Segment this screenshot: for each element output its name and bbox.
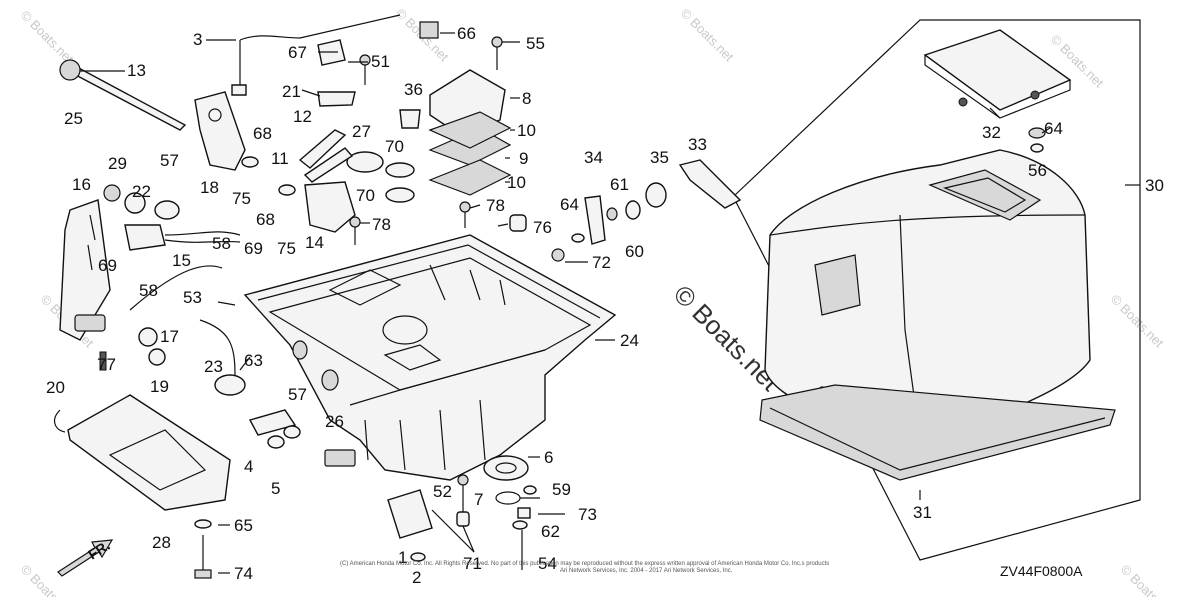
callout-label: 56 [1028, 161, 1047, 180]
callouts: 1 2 3 4 5 6 7 8 9 10 10 11 12 13 14 15 1… [46, 24, 1164, 587]
leader-lines [80, 32, 1140, 574]
callout-label: 10 [517, 121, 536, 140]
callout-label: 31 [913, 503, 932, 522]
callout-label: 72 [592, 253, 611, 272]
callout-label: 24 [620, 331, 639, 350]
callout-label: 69 [244, 239, 263, 258]
callout-label: 34 [584, 148, 603, 167]
callout-label: 14 [305, 233, 324, 252]
callout-label: 27 [352, 122, 371, 141]
watermark: © Boats.net [1118, 562, 1177, 597]
callout-label: 21 [282, 82, 301, 101]
callout-label: 68 [253, 124, 272, 143]
callout-label: 1 [398, 548, 407, 567]
lower-case [243, 234, 617, 481]
callout-label: 12 [293, 107, 312, 126]
callout-label: 71 [463, 554, 482, 573]
callout-label: 75 [277, 239, 296, 258]
callout-label: 69 [98, 256, 117, 275]
linkage-parts [551, 159, 742, 262]
callout-label: 70 [356, 186, 375, 205]
watermark: © Boats.net [18, 8, 77, 67]
callout-label: 17 [160, 327, 179, 346]
callout-label: 62 [541, 522, 560, 541]
callout-label: 18 [200, 178, 219, 197]
callout-label: 59 [552, 480, 571, 499]
callout-label: 78 [486, 196, 505, 215]
callout-label: 2 [412, 568, 421, 587]
center-parts [241, 21, 527, 245]
callout-label: 30 [1145, 176, 1164, 195]
callout-label: 66 [457, 24, 476, 43]
callout-label: 23 [204, 357, 223, 376]
callout-label: 53 [183, 288, 202, 307]
callout-label: 78 [372, 215, 391, 234]
callout-label: 8 [522, 89, 531, 108]
callout-label: 22 [132, 182, 151, 201]
callout-label: 11 [271, 149, 289, 168]
callout-label: 13 [127, 61, 146, 80]
copyright-line: (C) American Honda Motor Co. Inc. All Ri… [340, 561, 829, 567]
bottom-parts [57, 455, 537, 579]
callout-label: 68 [256, 210, 275, 229]
callout-label: 25 [64, 109, 83, 128]
callout-label: 10 [507, 173, 526, 192]
watermark: © Boats.net [1108, 292, 1167, 351]
callout-label: 26 [325, 412, 344, 431]
callout-label: 19 [150, 377, 169, 396]
callout-label: 6 [544, 448, 553, 467]
callout-label: 51 [371, 52, 390, 71]
callout-label: 4 [244, 457, 253, 476]
callout-label: 36 [404, 80, 423, 99]
callout-label: 65 [234, 516, 253, 535]
callout-label: 33 [688, 135, 707, 154]
callout-label: 63 [244, 351, 263, 370]
callout-label: 5 [271, 479, 280, 498]
callout-label: 15 [172, 251, 191, 270]
callout-label: 64 [1044, 119, 1063, 138]
callout-label: 57 [160, 151, 179, 170]
callout-label: 9 [519, 149, 528, 168]
callout-label: 32 [982, 123, 1001, 142]
callout-label: 58 [139, 281, 158, 300]
callout-label: 16 [72, 175, 91, 194]
callout-label: 76 [533, 218, 552, 237]
callout-label: 28 [152, 533, 171, 552]
callout-label: 61 [610, 175, 629, 194]
left-parts [53, 14, 401, 511]
diagram-code: ZV44F0800A [1000, 563, 1083, 579]
callout-label: 58 [212, 234, 231, 253]
callout-label: 64 [560, 195, 579, 214]
copyright-line: Ari Network Services, Inc. 2004 - 2017 A… [560, 568, 733, 574]
engine-cover [734, 19, 1141, 561]
callout-label: 67 [288, 43, 307, 62]
callout-label: 29 [108, 154, 127, 173]
callout-label: 7 [474, 490, 483, 509]
callout-label: 75 [232, 189, 251, 208]
callout-label: 55 [526, 34, 545, 53]
callout-label: 52 [433, 482, 452, 501]
callout-label: 77 [97, 355, 116, 374]
callout-label: 20 [46, 378, 65, 397]
callout-label: 74 [234, 564, 253, 583]
callout-label: 57 [288, 385, 307, 404]
callout-label: 3 [193, 30, 202, 49]
callout-label: 73 [578, 505, 597, 524]
watermark: © Boats.net [678, 6, 737, 65]
callout-label: 35 [650, 148, 669, 167]
callout-label: 60 [625, 242, 644, 261]
callout-label: 70 [385, 137, 404, 156]
callout-label: 54 [538, 554, 557, 573]
